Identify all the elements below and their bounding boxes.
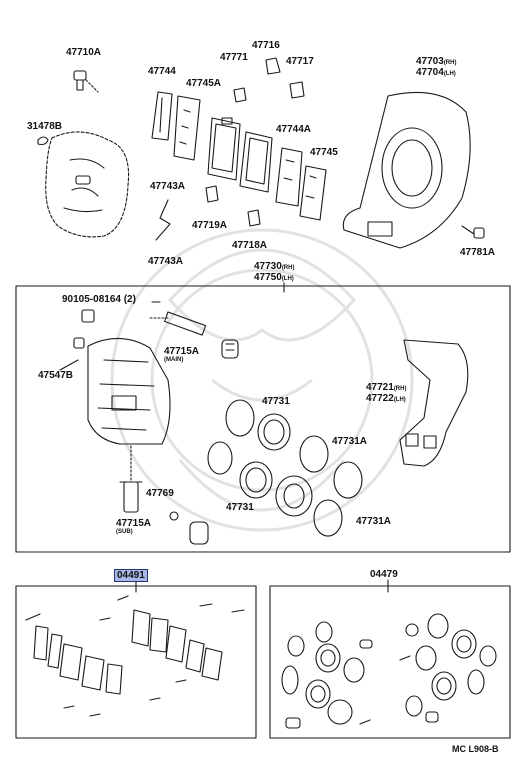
caliper-assembly-frame [15,285,511,553]
label-47704: 47704(LH) [416,67,456,78]
clip-47719A [205,185,219,203]
label-47731A-bottom: 47731A [356,516,392,527]
label-47781A: 47781A [460,247,496,258]
kit-04479-frame [269,585,511,739]
label-47716: 47716 [252,40,280,51]
clip-47771 [233,87,247,103]
label-47718A: 47718A [232,240,268,251]
shim-47744A [275,147,303,207]
label-47717: 47717 [286,56,314,67]
label-31478B: 31478B [27,121,63,132]
clip-47718A [247,209,261,227]
label-90105-08164: 90105-08164 (2) [62,294,136,305]
kit-04491-label[interactable]: 04491 [114,569,148,582]
label-47744: 47744 [148,66,176,77]
label-47743A-top: 47743A [150,181,186,192]
label-47710A: 47710A [66,47,102,58]
label-47771: 47771 [220,52,248,63]
label-47731-bottom: 47731 [226,502,254,513]
spring-47743A [155,199,171,241]
clip-31478B [37,136,49,146]
label-47769: 47769 [146,488,174,499]
label-47750: 47750(LH) [254,272,294,283]
shim-47745A [173,95,201,161]
clip-47716 [265,57,281,75]
label-47731-top: 47731 [262,396,290,407]
guide-pin-sub [119,445,209,545]
brake-pad-outer [239,131,273,193]
dust-cover-47703 [342,91,471,249]
label-47722: 47722(LH) [366,393,406,404]
diagram-code: MC L908-B [452,744,499,754]
label-47744A: 47744A [276,124,312,135]
bolt-90105 [73,309,95,349]
label-47730: 47730(RH) [254,261,295,272]
label-47743A-bottom: 47743A [148,256,184,267]
label-47731A-right: 47731A [332,436,368,447]
label-47745: 47745 [310,147,338,158]
shim-47745 [299,165,327,221]
piston-seals [207,399,363,537]
cylinder-body [87,337,171,445]
label-47719A: 47719A [192,220,228,231]
bolt-47710A [73,70,99,93]
label-47721: 47721(RH) [366,382,407,393]
caliper-sketch [45,131,130,238]
kit-04479-parts [281,613,497,729]
kit-04491-frame [15,585,257,739]
label-47547B: 47547B [38,370,74,381]
kit-04479-label[interactable]: 04479 [370,569,398,580]
label-47715A-sub: 47715A(SUB) [116,518,152,535]
label-47715A-main: 47715A(MAIN) [164,346,200,363]
bolt-47781A [461,225,485,239]
brake-pad-inner [207,117,241,181]
kit-04491-parts [25,595,245,717]
torque-plate-47721 [399,339,469,467]
label-47703: 47703(RH) [416,56,457,67]
guide-pin-main [164,311,239,359]
anti-squeal-shim-47744 [151,91,173,141]
clip-47717 [289,81,305,99]
label-47745A: 47745A [186,78,222,89]
